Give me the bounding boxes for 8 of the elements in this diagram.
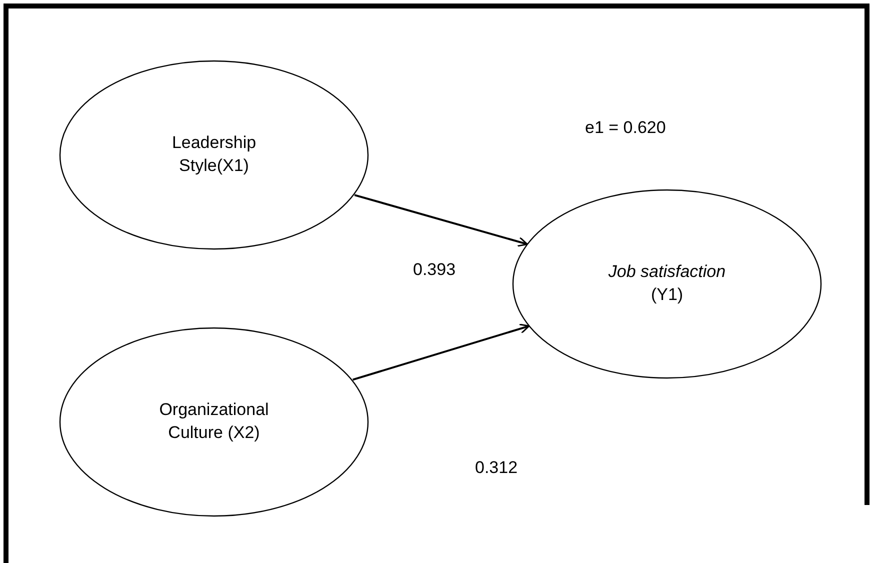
arrow — [352, 324, 530, 381]
arrow — [354, 194, 528, 247]
variable-label: Job satisfaction (Y1) — [607, 261, 727, 306]
coefficient-label: e1 = 0.620 — [585, 118, 666, 138]
variable-label: Leadership Style(X1) — [170, 132, 258, 177]
coefficient-label: 0.393 — [413, 260, 456, 280]
coefficient-label: 0.312 — [475, 458, 518, 478]
variable-label: Organizational Culture (X2) — [158, 399, 270, 444]
